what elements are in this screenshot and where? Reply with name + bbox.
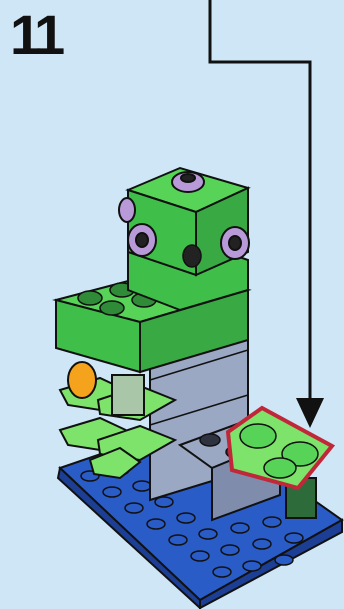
orange-flower (68, 362, 96, 398)
